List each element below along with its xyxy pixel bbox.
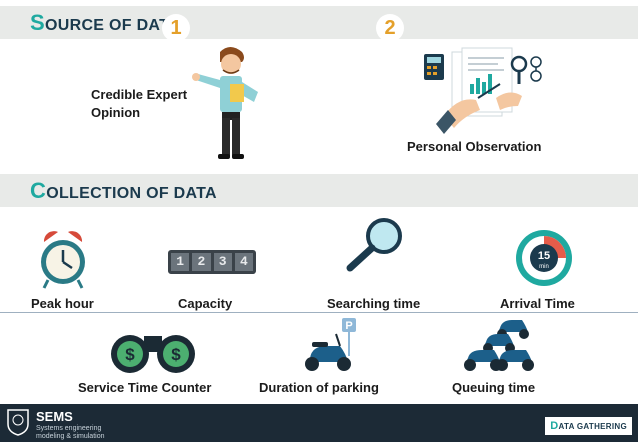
section-divider <box>0 312 638 313</box>
service-time-counter-label: Service Time Counter <box>78 380 212 395</box>
searching-time-label: Searching time <box>327 296 421 311</box>
collection-of-data-banner: COLLECTION OF DATA <box>0 174 638 207</box>
capacity-label: Capacity <box>178 296 233 311</box>
svg-text:$: $ <box>125 345 135 364</box>
peak-hour-label: Peak hour <box>31 296 94 311</box>
credible-expert-opinion-label: Credible Expert Opinion <box>91 87 188 120</box>
source-of-data-title: SOURCE OF DATA <box>30 10 180 35</box>
binoculars-dollar-icon: $ $ <box>111 335 195 373</box>
university-crest-icon <box>7 409 29 436</box>
sems-brand: SEMS <box>36 409 73 424</box>
arrival-time-label: Arrival Time <box>500 296 575 311</box>
counter-digit: 2 <box>192 253 211 271</box>
footer-tagline-2: modeling & simulation <box>36 433 105 440</box>
personal-observation-label: Personal Observation <box>407 139 542 154</box>
svg-text:$: $ <box>171 345 181 364</box>
data-gathering-badge: DATA GATHERING <box>545 417 632 435</box>
footer-bar: SEMS Systems engineering modeling & simu… <box>0 404 638 442</box>
collection-of-data-title: COLLECTION OF DATA <box>30 178 217 203</box>
presenter-man-icon <box>192 47 258 159</box>
timer-value: 15 <box>538 250 550 262</box>
parking-sign: P <box>345 320 352 332</box>
magnifier-icon <box>346 218 402 272</box>
queuing-time-label: Queuing time <box>452 380 536 395</box>
footer-tagline-1: Systems engineering <box>36 425 102 432</box>
counter-icon: 1 2 3 4 <box>168 250 256 274</box>
timer-unit: min <box>539 264 549 270</box>
scooter-parking-icon: P <box>305 318 356 371</box>
counter-digit: 4 <box>234 253 253 271</box>
counter-digit: 3 <box>213 253 232 271</box>
counter-digit: 1 <box>171 253 190 271</box>
observation-documents-icon <box>424 47 542 134</box>
alarm-clock-icon <box>41 231 85 289</box>
source-of-data-banner: SOURCE OF DATA 1 2 <box>0 6 638 42</box>
timer-15-min-icon: 15 min <box>516 230 572 286</box>
source-number-2: 2 <box>376 14 404 42</box>
duration-of-parking-label: Duration of parking <box>259 380 379 395</box>
source-number-1: 1 <box>162 14 190 42</box>
scooter-queue-icon <box>464 320 534 371</box>
